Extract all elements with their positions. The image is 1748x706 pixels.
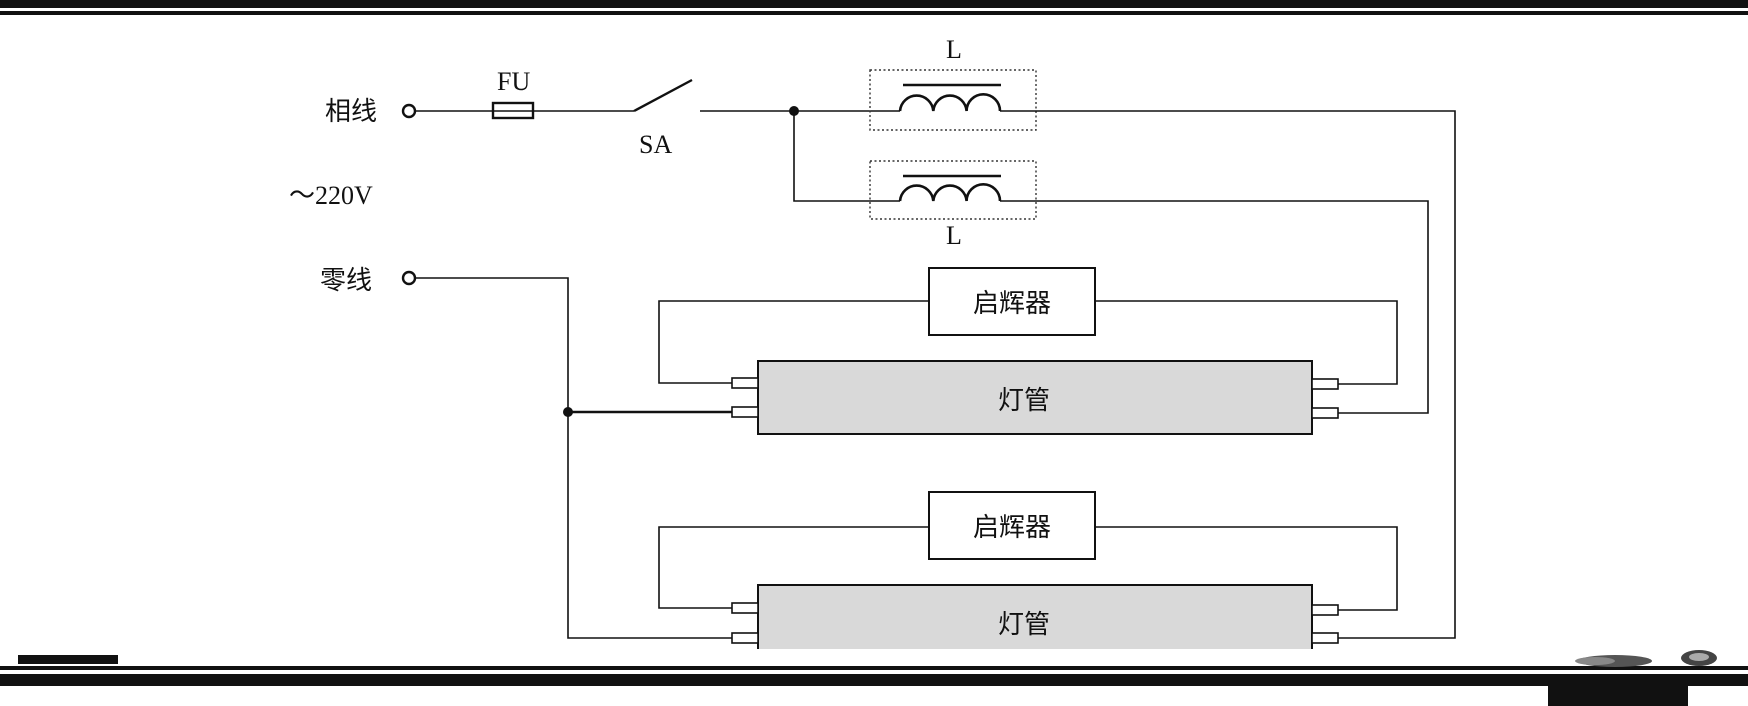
tube-1-label: 灯管 (998, 386, 1050, 416)
top-frame (0, 0, 1748, 15)
bottom-left-mark (18, 655, 118, 664)
fuse-symbol (491, 101, 535, 120)
wire-bottom-ballast-to-tube-1 (1000, 200, 1429, 414)
lamp-unit-2: 启辉器 灯管 (658, 491, 1398, 649)
tube-2-pin-left-bottom (731, 632, 759, 644)
top-ballast-box (869, 69, 1037, 131)
neutral-terminal (401, 270, 417, 286)
wire-top-ballast-to-tube-2 (1000, 110, 1456, 639)
wire-starter-2-right (1095, 526, 1398, 611)
tube-2-pin-right-bottom (1311, 632, 1339, 644)
wire-to-bottom-ballast (793, 111, 900, 202)
bottom-frame-bar-1 (0, 666, 1748, 670)
supply-voltage-label: ～220V (289, 181, 373, 210)
phase-terminal (401, 103, 417, 119)
phase-label: 相线 (325, 97, 377, 127)
tube-1-pin-right-top (1311, 378, 1339, 390)
bottom-frame-bar-2 (0, 674, 1748, 686)
tube-2-pin-left-top (731, 602, 759, 614)
switch-blade (633, 78, 693, 113)
switch-label: SA (639, 130, 672, 159)
tube-2-pin-right-top (1311, 604, 1339, 616)
tube-1-pin-left-top (731, 377, 759, 389)
top-ballast-label: L (946, 35, 962, 64)
tube-1-pin-left-bottom (731, 406, 759, 418)
wire-starter-1-right (1095, 300, 1398, 385)
starter-1-label: 启辉器 (973, 289, 1051, 319)
fuse-label: FU (497, 67, 530, 96)
wire-starter-1-left (658, 300, 929, 384)
neutral-label: 零线 (320, 266, 372, 296)
starter-2-label: 启辉器 (973, 513, 1051, 543)
tube-1-body (757, 360, 1313, 435)
bottom-ballast-coil (898, 183, 1002, 202)
starter-2-box (928, 491, 1096, 560)
top-frame-bar-2 (0, 11, 1748, 15)
tube-2-label: 灯管 (998, 610, 1050, 640)
bottom-right-blob (1575, 650, 1717, 667)
bottom-ballast-label: L (946, 221, 962, 250)
lamp-unit-1: 启辉器 灯管 (658, 267, 1398, 435)
bottom-ballast-box (869, 160, 1037, 220)
tube-1-pin-right-bottom (1311, 407, 1339, 419)
wire-neutral-main (415, 277, 732, 639)
bottom-right-block (1548, 686, 1688, 706)
bottom-frame (0, 650, 1748, 706)
tube-2-body (757, 584, 1313, 649)
top-frame-bar-1 (0, 0, 1748, 8)
wire-starter-2-left (658, 526, 929, 609)
top-ballast-coil (898, 93, 1002, 112)
